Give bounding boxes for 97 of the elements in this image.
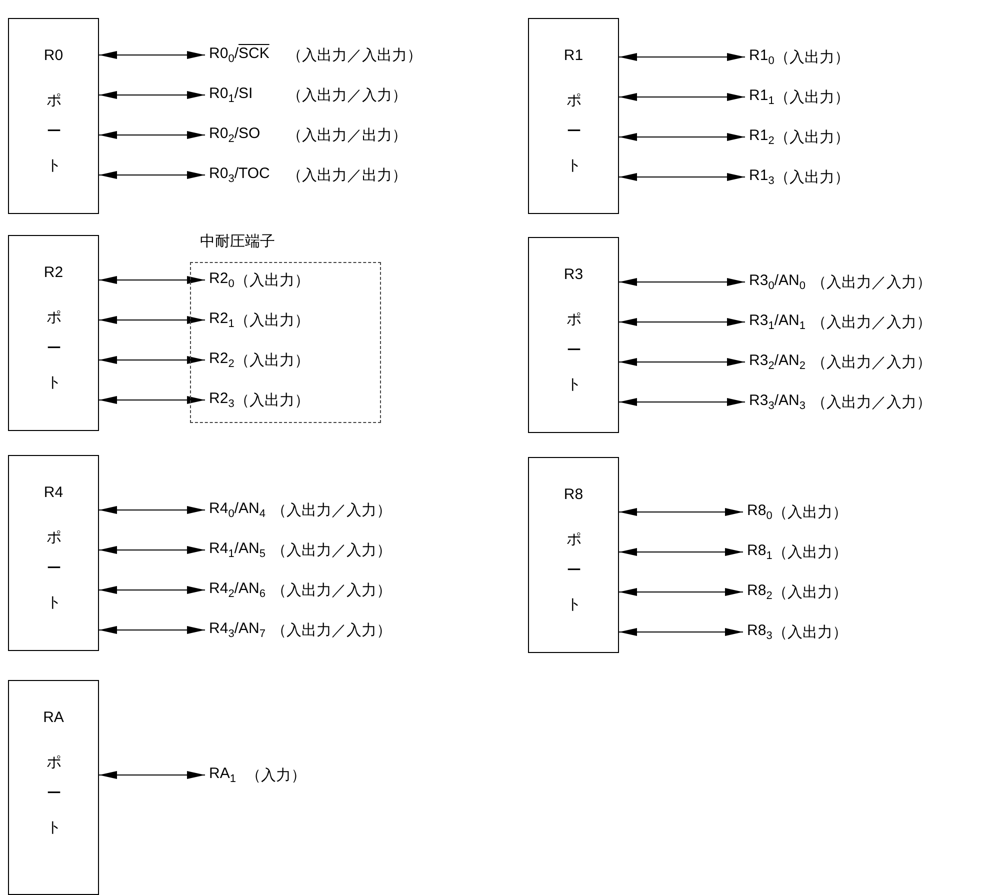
pin-name: R4$_{0}$/AN$_{4}$ xyxy=(209,500,266,520)
io-mode: （入出力／入力） xyxy=(811,272,932,292)
io-mode: （入出力） xyxy=(774,88,850,106)
io-mode: （入出力／入力） xyxy=(271,580,392,600)
double-arrow xyxy=(98,91,206,99)
io-mode: （入出力） xyxy=(772,502,848,522)
port-box xyxy=(528,237,619,433)
port-name: R2 xyxy=(42,263,64,283)
io-mode: （入出力） xyxy=(772,542,848,562)
double-arrow xyxy=(98,316,206,324)
io-mode: （入出力／入力） xyxy=(811,312,932,332)
pin-name: R8$_{3}$ xyxy=(747,622,772,642)
io-mode: （入出力） xyxy=(774,48,850,66)
pin-name: R8$_{0}$ xyxy=(747,502,772,522)
port-name: RA xyxy=(42,708,65,728)
port-label: ポート xyxy=(44,298,64,407)
double-arrow xyxy=(618,358,746,366)
double-arrow xyxy=(98,586,206,594)
double-arrow xyxy=(618,318,746,326)
pin-name: R1$_{3}$ xyxy=(749,167,774,187)
pin-name: R0$_{0}$/SCK xyxy=(209,45,270,65)
pin-name: R3$_{3}$/AN$_{3}$ xyxy=(749,392,806,412)
port-box xyxy=(528,18,619,214)
double-arrow xyxy=(98,276,206,284)
double-arrow xyxy=(618,173,746,181)
io-mode: （入出力／入力） xyxy=(287,86,407,104)
double-arrow xyxy=(618,508,744,516)
io-mode: （入出力／入力） xyxy=(811,392,932,412)
pin-name: R1$_{2}$ xyxy=(749,127,774,147)
io-mode: （入力） xyxy=(246,766,306,784)
double-arrow xyxy=(618,278,746,286)
io-mode: （入出力／入力） xyxy=(811,352,932,372)
port-name: R1 xyxy=(562,46,584,66)
pin-name: R0$_{3}$/TOC xyxy=(209,165,271,185)
port-box xyxy=(8,235,99,431)
double-arrow xyxy=(98,51,206,59)
double-arrow xyxy=(618,398,746,406)
port-box xyxy=(8,680,99,895)
io-mode: （入出力） xyxy=(234,350,310,370)
pin-name: RA$_{1}$ xyxy=(209,765,236,785)
double-arrow xyxy=(98,626,206,634)
port-label: ポート xyxy=(564,300,584,409)
group-heading: 中耐圧端子 xyxy=(200,232,275,251)
io-mode: （入出力／出力） xyxy=(287,126,407,144)
pin-name: R4$_{1}$/AN$_{5}$ xyxy=(209,540,266,560)
port-name: R0 xyxy=(42,46,64,66)
double-arrow xyxy=(98,356,206,364)
io-mode: （入出力） xyxy=(234,270,310,290)
io-mode: （入出力／入出力） xyxy=(287,46,422,64)
port-box xyxy=(8,455,99,651)
double-arrow xyxy=(98,771,206,779)
double-arrow xyxy=(98,171,206,179)
io-mode: （入出力） xyxy=(772,622,848,642)
pin-name: R8$_{2}$ xyxy=(747,582,772,602)
double-arrow xyxy=(618,548,744,556)
io-mode: （入出力） xyxy=(772,582,848,602)
double-arrow xyxy=(618,53,746,61)
double-arrow xyxy=(98,546,206,554)
pin-name: R4$_{2}$/AN$_{6}$ xyxy=(209,580,266,600)
double-arrow xyxy=(618,93,746,101)
pin-name: R0$_{2}$/SO xyxy=(209,125,262,145)
pin-name: R3$_{2}$/AN$_{2}$ xyxy=(749,352,806,372)
io-mode: （入出力／入力） xyxy=(271,620,392,640)
pin-name: R2$_{0}$ xyxy=(209,270,234,290)
double-arrow xyxy=(618,588,744,596)
io-mode: （入出力／出力） xyxy=(287,166,407,184)
pin-name: R3$_{0}$/AN$_{0}$ xyxy=(749,272,806,292)
io-mode: （入出力／入力） xyxy=(271,500,392,520)
pin-name: R1$_{0}$ xyxy=(749,47,774,67)
port-name: R8 xyxy=(562,485,584,505)
port-box xyxy=(8,18,99,214)
double-arrow xyxy=(618,628,744,636)
io-mode: （入出力／入力） xyxy=(271,540,392,560)
port-name: R3 xyxy=(562,265,584,285)
pin-name: R0$_{1}$/SI xyxy=(209,85,254,105)
port-box xyxy=(528,457,619,653)
io-mode: （入出力） xyxy=(234,310,310,330)
port-label: ポート xyxy=(564,81,584,190)
double-arrow xyxy=(618,133,746,141)
io-mode: （入出力） xyxy=(774,168,850,186)
port-label: ポート xyxy=(44,743,64,852)
pin-name: R1$_{1}$ xyxy=(749,87,774,107)
io-mode: （入出力） xyxy=(774,128,850,146)
double-arrow xyxy=(98,131,206,139)
port-label: ポート xyxy=(564,520,584,629)
pin-name: R4$_{3}$/AN$_{7}$ xyxy=(209,620,266,640)
port-label: ポート xyxy=(44,81,64,190)
pin-name: R2$_{3}$ xyxy=(209,390,234,410)
pin-name: R2$_{2}$ xyxy=(209,350,234,370)
double-arrow xyxy=(98,396,206,404)
io-mode: （入出力） xyxy=(234,390,310,410)
pin-name: R2$_{1}$ xyxy=(209,310,234,330)
port-label: ポート xyxy=(44,518,64,627)
pin-name: R3$_{1}$/AN$_{1}$ xyxy=(749,312,806,332)
pin-name: R8$_{1}$ xyxy=(747,542,772,562)
double-arrow xyxy=(98,506,206,514)
port-name: R4 xyxy=(42,483,64,503)
